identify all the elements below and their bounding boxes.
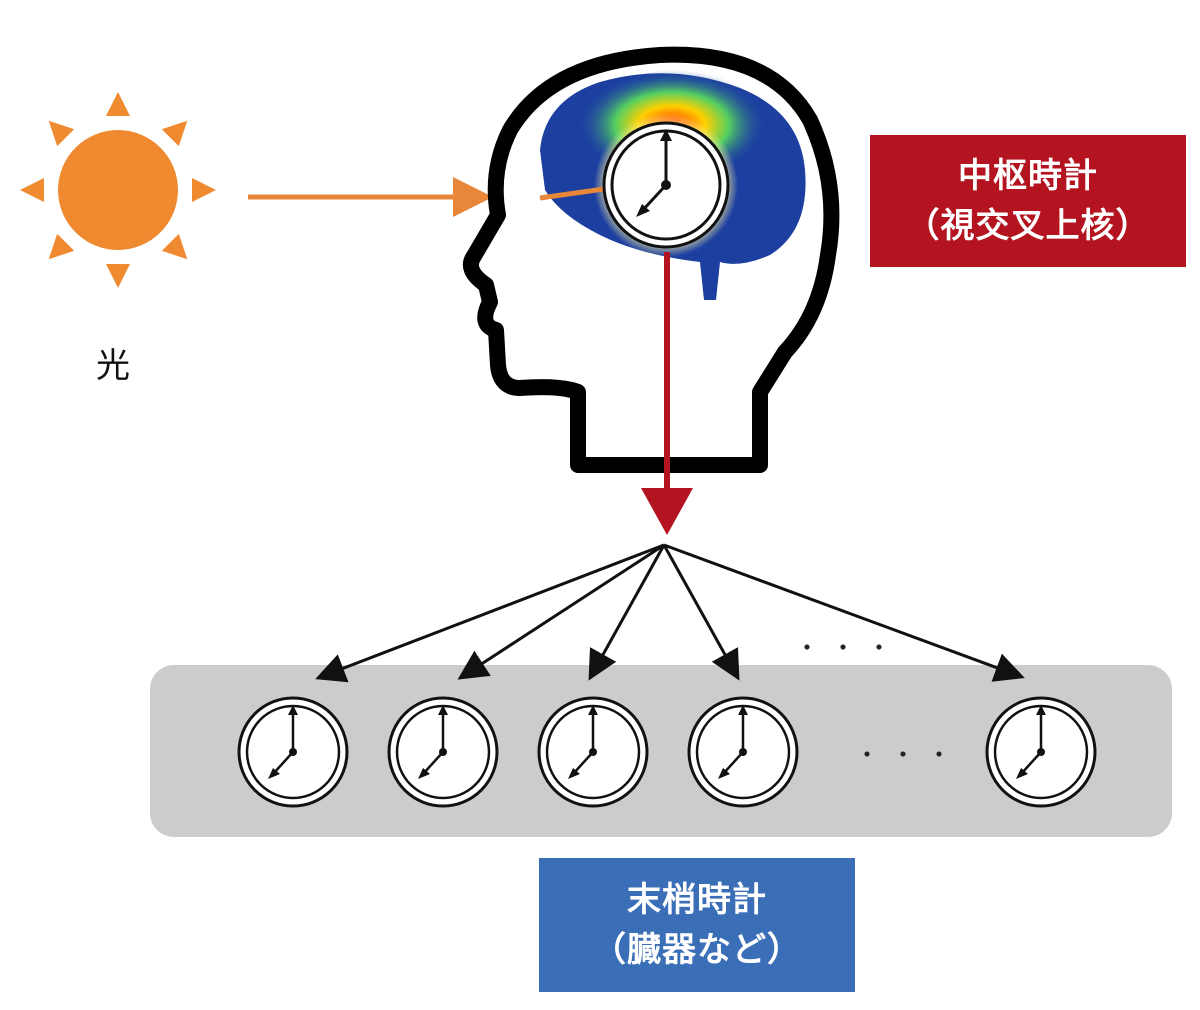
peripheral-clock-title: 末梢時計 — [627, 880, 767, 920]
peripheral-clock-label: 末梢時計 （臓器など） — [539, 858, 855, 992]
arrow-ellipsis: ・・・ — [795, 634, 903, 662]
peripheral-clock-icon — [237, 696, 349, 808]
central-clock-icon — [602, 121, 730, 249]
distribution-arrows — [315, 543, 1025, 683]
peripheral-clock-icon — [387, 696, 499, 808]
signal-arrow — [641, 252, 693, 535]
peripheral-clock-icon — [537, 696, 649, 808]
central-clock-label: 中枢時計 （視交叉上核） — [870, 135, 1186, 267]
sun-icon — [20, 92, 216, 288]
light-label: 光 — [96, 346, 130, 386]
peripheral-clock-icon — [687, 696, 799, 808]
clock-ellipsis: ・・・ — [855, 741, 963, 769]
peripheral-clocks — [237, 696, 1097, 808]
peripheral-clock-icon — [985, 696, 1097, 808]
peripheral-clock-subtitle: （臓器など） — [592, 930, 802, 970]
central-clock-title: 中枢時計 — [958, 156, 1098, 196]
central-clock-subtitle: （視交叉上核） — [905, 206, 1151, 246]
peripheral-band — [150, 665, 1172, 837]
